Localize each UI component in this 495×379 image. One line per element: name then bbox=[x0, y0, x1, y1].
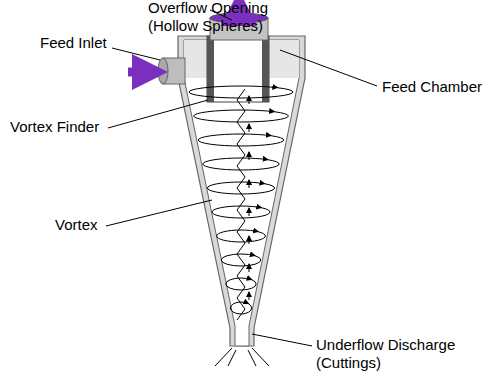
flow-arrow bbox=[256, 231, 258, 233]
inner-vortex bbox=[237, 89, 245, 320]
flow-arrow bbox=[249, 152, 250, 160]
flow-arrow bbox=[249, 96, 250, 104]
flow-arrow bbox=[253, 255, 255, 257]
vortex-loop bbox=[207, 182, 274, 194]
flow-arrow bbox=[249, 236, 250, 244]
flow-arrow bbox=[269, 111, 274, 113]
underflow-label: Underflow Discharge (Cuttings) bbox=[316, 336, 476, 372]
finder-label: Vortex Finder bbox=[10, 118, 99, 136]
flow-arrow bbox=[272, 87, 277, 89]
flow-arrow bbox=[258, 207, 261, 209]
vortex-spiral bbox=[189, 86, 293, 320]
flow-arrow bbox=[250, 279, 252, 281]
flow-arrow bbox=[249, 180, 250, 188]
vortex-loop bbox=[198, 134, 284, 146]
vortex-loop bbox=[217, 230, 266, 242]
flow-arrow bbox=[249, 264, 250, 272]
vortex-loop bbox=[226, 278, 256, 290]
flow-arrow bbox=[247, 303, 248, 305]
flow-arrow bbox=[261, 183, 264, 185]
overflow-label: Overflow Opening (Hollow Spheres) bbox=[148, 0, 283, 35]
flow-arrow bbox=[249, 208, 250, 216]
chamber-label: Feed Chamber bbox=[382, 78, 482, 96]
vortex-loop bbox=[189, 86, 293, 98]
flow-arrow bbox=[264, 159, 268, 161]
flow-arrow bbox=[267, 135, 271, 137]
vortex-label: Vortex bbox=[55, 216, 98, 234]
flow-arrow bbox=[249, 292, 250, 300]
flow-arrow bbox=[249, 124, 250, 132]
inlet-label: Feed Inlet bbox=[40, 34, 107, 52]
